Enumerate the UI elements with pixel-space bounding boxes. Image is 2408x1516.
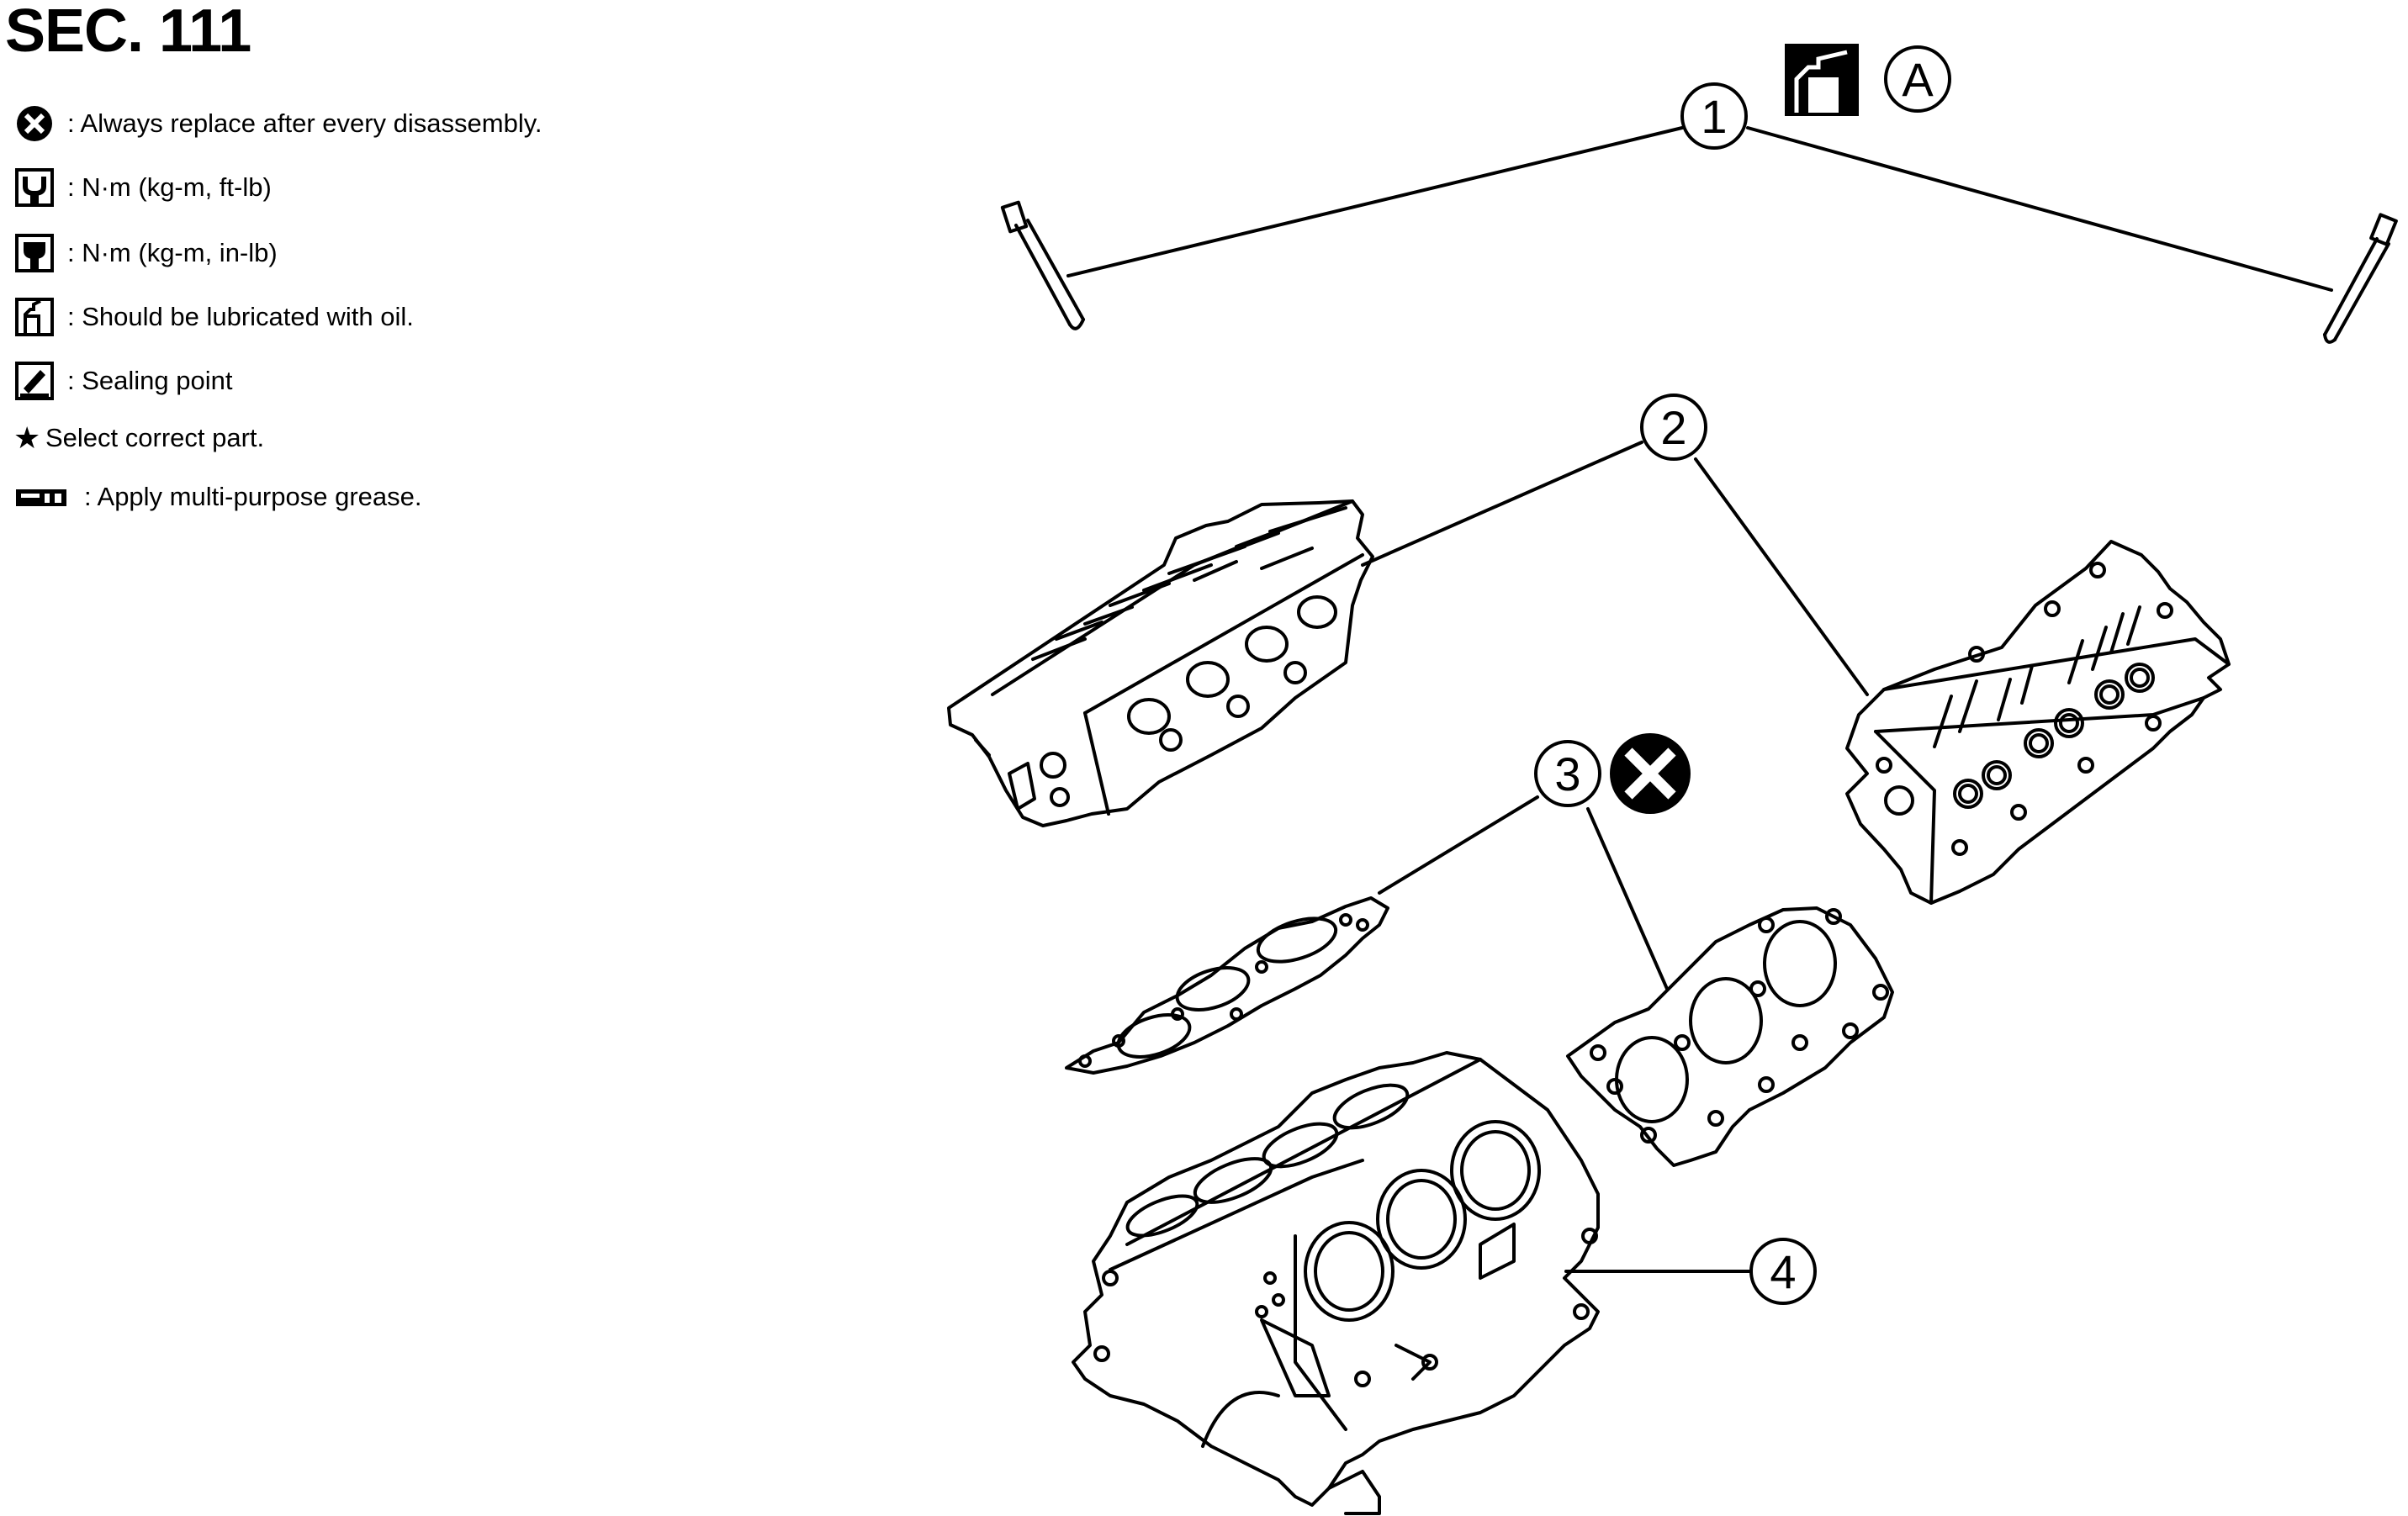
cylinder-head-bolt-left (1000, 200, 1085, 330)
torque-in-lb-icon (13, 232, 56, 274)
callout-1-label: 1 (1701, 90, 1727, 143)
legend-text: Select correct part. (45, 423, 265, 452)
legend-text: : Apply multi-purpose grease. (84, 482, 422, 511)
oil-can-icon (1785, 44, 1859, 116)
legend-item-torque-ft-lb: : N·m (kg-m, ft-lb) (13, 166, 272, 209)
always-replace-icon (13, 103, 56, 145)
legend-item-sealing: : Sealing point (13, 360, 232, 402)
legend-item-always-replace: : Always replace after every disassembly… (13, 103, 542, 145)
cylinder-head-left (947, 499, 1374, 827)
legend-text: : Always replace after every disassembly… (67, 108, 542, 138)
leader-lines (1066, 126, 2333, 1273)
legend-item-grease: : Apply multi-purpose grease. (13, 476, 422, 518)
callout-2: 2 (1640, 394, 1707, 461)
torque-ft-lb-icon (13, 166, 56, 209)
legend-text: : Sealing point (67, 366, 233, 395)
cylinder-head-gasket-left (1065, 896, 1389, 1075)
legend-item-select-part: ★ Select correct part. (13, 417, 264, 459)
legend-text: : Should be lubricated with oil. (67, 302, 414, 331)
callout-1: 1 (1680, 82, 1748, 150)
cylinder-head-right (1845, 540, 2231, 905)
note-a-label: A (1902, 53, 1934, 106)
note-a: A (1884, 45, 1951, 113)
callout-3: 3 (1534, 740, 1601, 807)
cylinder-head-gasket-right (1566, 906, 1894, 1167)
legend-text: : N·m (kg-m, ft-lb) (67, 172, 272, 202)
cylinder-block (1072, 1051, 1600, 1515)
always-replace-icon (1610, 733, 1691, 814)
callout-4-label: 4 (1770, 1245, 1796, 1298)
star-icon: ★ (13, 420, 41, 455)
sealing-point-icon (13, 360, 56, 402)
section-title: SEC. 111 (5, 0, 251, 65)
legend-item-torque-in-lb: : N·m (kg-m, in-lb) (13, 232, 278, 274)
grease-icon (13, 476, 69, 518)
legend-text: : N·m (kg-m, in-lb) (67, 238, 278, 267)
oil-can-icon (13, 296, 56, 338)
callout-3-label: 3 (1554, 747, 1580, 800)
legend-item-oil: : Should be lubricated with oil. (13, 296, 414, 338)
cylinder-head-bolt-right (2323, 213, 2398, 344)
callout-2-label: 2 (1660, 401, 1686, 454)
callout-4: 4 (1749, 1238, 1817, 1305)
